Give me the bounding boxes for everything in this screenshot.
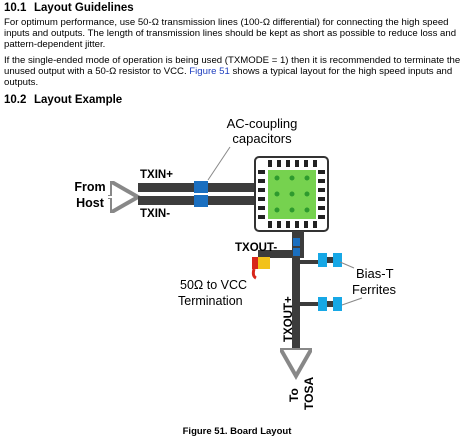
paragraph-text-before-link: If the single-ended mode of operation is… [4, 55, 461, 77]
to-tosa-label-line1: To [287, 388, 301, 402]
txin-plus-label: TXIN+ [140, 169, 173, 181]
termination-label-line2: Termination [178, 294, 243, 308]
bias-t-label-line1: Bias-T [356, 266, 394, 281]
section-heading-layout-guidelines: 10.1 Layout Guidelines [4, 2, 134, 14]
paragraph-transmission-lines: For optimum performance, use 50-Ω transm… [4, 17, 457, 50]
termination-vcc-via [251, 268, 257, 280]
ferrite-top-left [318, 253, 327, 267]
ac-coupling-label-line1: AC-coupling [227, 116, 298, 131]
bias-t-label-line2: Ferrites [352, 282, 397, 297]
ferrite-top-right [333, 253, 342, 267]
from-host-label-line1: From [74, 180, 105, 194]
to-tosa-label-line2: TOSA [302, 377, 316, 410]
txout-plus-trace [292, 231, 300, 351]
ac-coupling-capacitor-bottom [194, 195, 208, 207]
txout-minus-label: TXOUT- [235, 242, 277, 254]
figure-51-link[interactable]: Figure 51 [189, 66, 230, 77]
ac-coupling-label-line2: capacitors [232, 131, 292, 146]
bias-t-pointer-bottom [341, 297, 363, 306]
ac-coupling-capacitor-top [194, 181, 208, 193]
txout-plus-label: TXOUT+ [283, 296, 295, 342]
bias-t-pointer-top [339, 261, 355, 269]
section-title: Layout Example [34, 94, 123, 106]
from-host-label-line2: Host [76, 196, 105, 210]
termination-resistor-pad-left [252, 257, 258, 269]
txin-minus-label: TXIN- [140, 208, 170, 220]
ferrite-bottom-mid [327, 301, 333, 307]
output-capacitor-plus [293, 248, 300, 256]
section-number: 10.1 [4, 2, 27, 14]
ferrite-bottom-right [333, 297, 342, 311]
ferrite-bottom-left [318, 297, 327, 311]
output-capacitor-minus [293, 238, 300, 246]
section-heading-layout-example: 10.2 Layout Example [4, 94, 122, 106]
ac-coupling-pointer [207, 146, 231, 181]
ferrite-top-mid [327, 257, 333, 263]
termination-label-line1: 50Ω to VCC [180, 278, 247, 292]
section-title: Layout Guidelines [34, 2, 134, 14]
paragraph-text-after-link: shows a typical layout for the high spee… [4, 66, 453, 88]
figure-caption: Figure 51. Board Layout [182, 426, 292, 437]
section-number: 10.2 [4, 94, 27, 106]
ic-pins [258, 160, 325, 228]
thermal-vias [274, 175, 310, 213]
paragraph-single-ended: If the single-ended mode of operation is… [4, 55, 470, 88]
